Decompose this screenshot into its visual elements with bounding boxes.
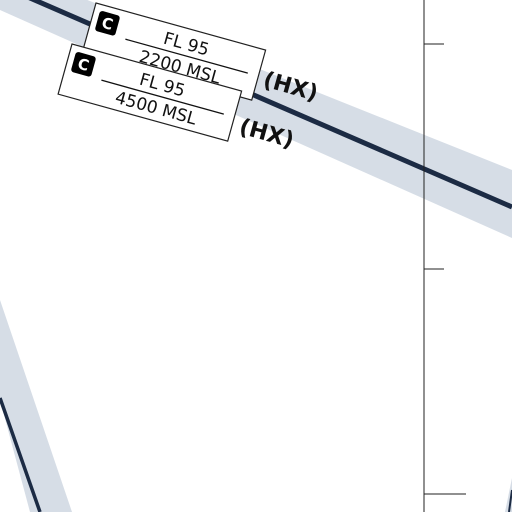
class-badge [95, 11, 120, 36]
airspace-corridor-lower [0, 300, 72, 512]
ceiling-floor-divider [125, 38, 248, 74]
meridian-grid-line [423, 0, 466, 512]
class-badge [71, 52, 96, 77]
airspace-band-lower [0, 300, 72, 512]
ceiling-floor-divider [101, 79, 224, 115]
airspace-boundary-lower [0, 397, 42, 512]
airspace-boundary-upper [28, 0, 512, 210]
class-badge-letter: C [76, 55, 91, 75]
class-badge-letter: C [100, 14, 115, 34]
label-box [57, 43, 243, 142]
